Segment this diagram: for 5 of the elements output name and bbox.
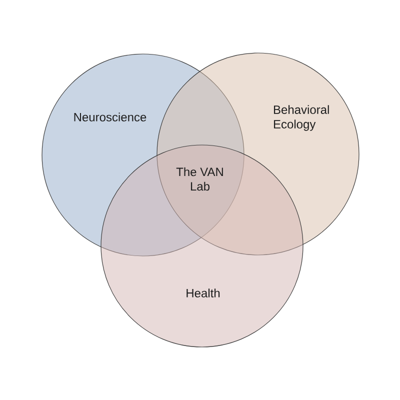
venn-circle xyxy=(100,144,304,348)
circle-label: Health xyxy=(186,288,220,298)
circle-label: Neuroscience xyxy=(74,112,146,122)
circle-label: Behavioral Ecology xyxy=(274,105,329,131)
overlap-label: The VAN Lab xyxy=(176,167,223,191)
